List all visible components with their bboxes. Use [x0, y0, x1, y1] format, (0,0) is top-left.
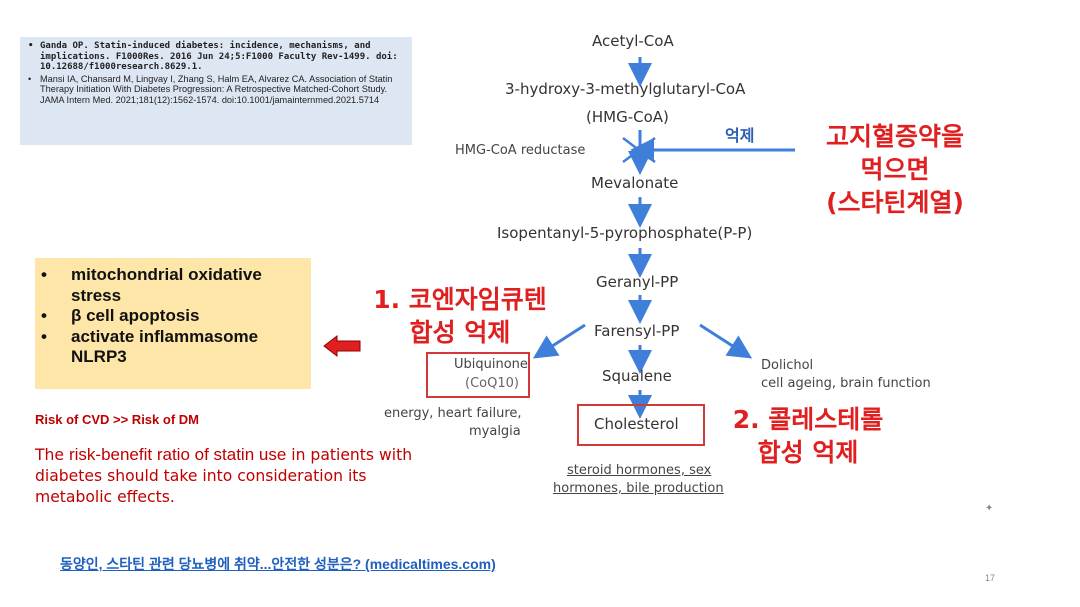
enzyme-hmg-coa-reductase: HMG-CoA reductase	[455, 143, 586, 158]
references-box: Ganda OP. Statin-induced diabetes: incid…	[20, 37, 412, 145]
coq10-inhibition-label: 1. 코엔자임큐텐 합성 억제	[360, 283, 560, 349]
inhibit-label: 억제	[725, 126, 755, 145]
statin-label-line: (스타틴계열)	[826, 188, 964, 217]
cholesterol-inhibition-line: 2. 콜레스테롤	[732, 405, 884, 434]
node-ipp: Isopentanyl-5-pyrophosphate(P-P)	[497, 224, 753, 242]
statin-label: 고지혈증약을 먹으면 (스타틴계열)	[805, 120, 985, 219]
node-ubiquinone: Ubiquinone	[454, 357, 528, 372]
statin-label-line: 고지혈증약을	[825, 122, 964, 151]
node-mevalonate: Mevalonate	[591, 174, 679, 192]
reference-item: Ganda OP. Statin-induced diabetes: incid…	[28, 41, 404, 73]
coq10-inhibition-line: 합성 억제	[409, 318, 511, 347]
ubiquinone-function-2: myalgia	[469, 424, 521, 439]
node-cholesterol: Cholesterol	[594, 415, 679, 433]
cholesterol-box	[577, 404, 705, 446]
mechanism-item: activate inflammasome NLRP3	[41, 327, 303, 368]
cursor-mark: ✦	[985, 503, 994, 514]
node-hmg-coa: 3-hydroxy-3-methylglutaryl-CoA	[505, 80, 746, 98]
node-dolichol: Dolichol	[761, 358, 814, 373]
reference-item: Mansi IA, Chansard M, Lingvay I, Zhang S…	[28, 74, 404, 106]
node-farnesyl-pp: Farensyl-PP	[594, 322, 680, 340]
node-squalene: Squalene	[602, 367, 672, 385]
cholesterol-inhibition-line: 합성 억제	[757, 438, 859, 467]
node-acetyl-coa: Acetyl-CoA	[592, 32, 674, 50]
left-arrow-icon	[323, 334, 361, 358]
ubiquinone-box	[426, 352, 530, 398]
mechanism-item: β cell apoptosis	[41, 306, 303, 327]
node-hmg-coa-abbr: (HMG-CoA)	[586, 108, 669, 126]
node-coq10: (CoQ10)	[465, 376, 519, 391]
dolichol-function: cell ageing, brain function	[761, 376, 931, 391]
node-geranyl-pp: Geranyl-PP	[596, 273, 679, 291]
statin-label-line: 먹으면	[860, 155, 930, 184]
risk-benefit-statement: The risk-benefit ratio of statin use in …	[35, 444, 415, 508]
mechanism-item: mitochondrial oxidative stress	[41, 265, 303, 306]
ratio-text-post: in patients with diabetes should take in…	[35, 446, 413, 506]
coq10-inhibition-line: 1. 코엔자임큐텐	[373, 285, 547, 314]
arrow-farnesyl-dolichol	[699, 323, 753, 359]
ratio-text-emph: risk-benefit ratio of statin use	[68, 445, 287, 464]
arrow-farnesyl-ubiquinone	[532, 323, 586, 359]
cholesterol-inhibition-label: 2. 콜레스테롤 합성 억제	[718, 403, 898, 469]
risk-statement: Risk of CVD >> Risk of DM	[35, 412, 199, 427]
cholesterol-function-2: hormones, bile production	[553, 481, 724, 496]
ratio-text-pre: The	[35, 446, 69, 464]
mechanisms-box: mitochondrial oxidative stress β cell ap…	[35, 258, 311, 389]
page-number: 17	[985, 573, 996, 583]
cholesterol-function-1: steroid hormones, sex	[567, 463, 712, 478]
ubiquinone-function-1: energy, heart failure,	[384, 406, 522, 421]
article-link[interactable]: 동양인, 스타틴 관련 당뇨병에 취약...안전한 성분은? (medicalt…	[60, 556, 496, 572]
